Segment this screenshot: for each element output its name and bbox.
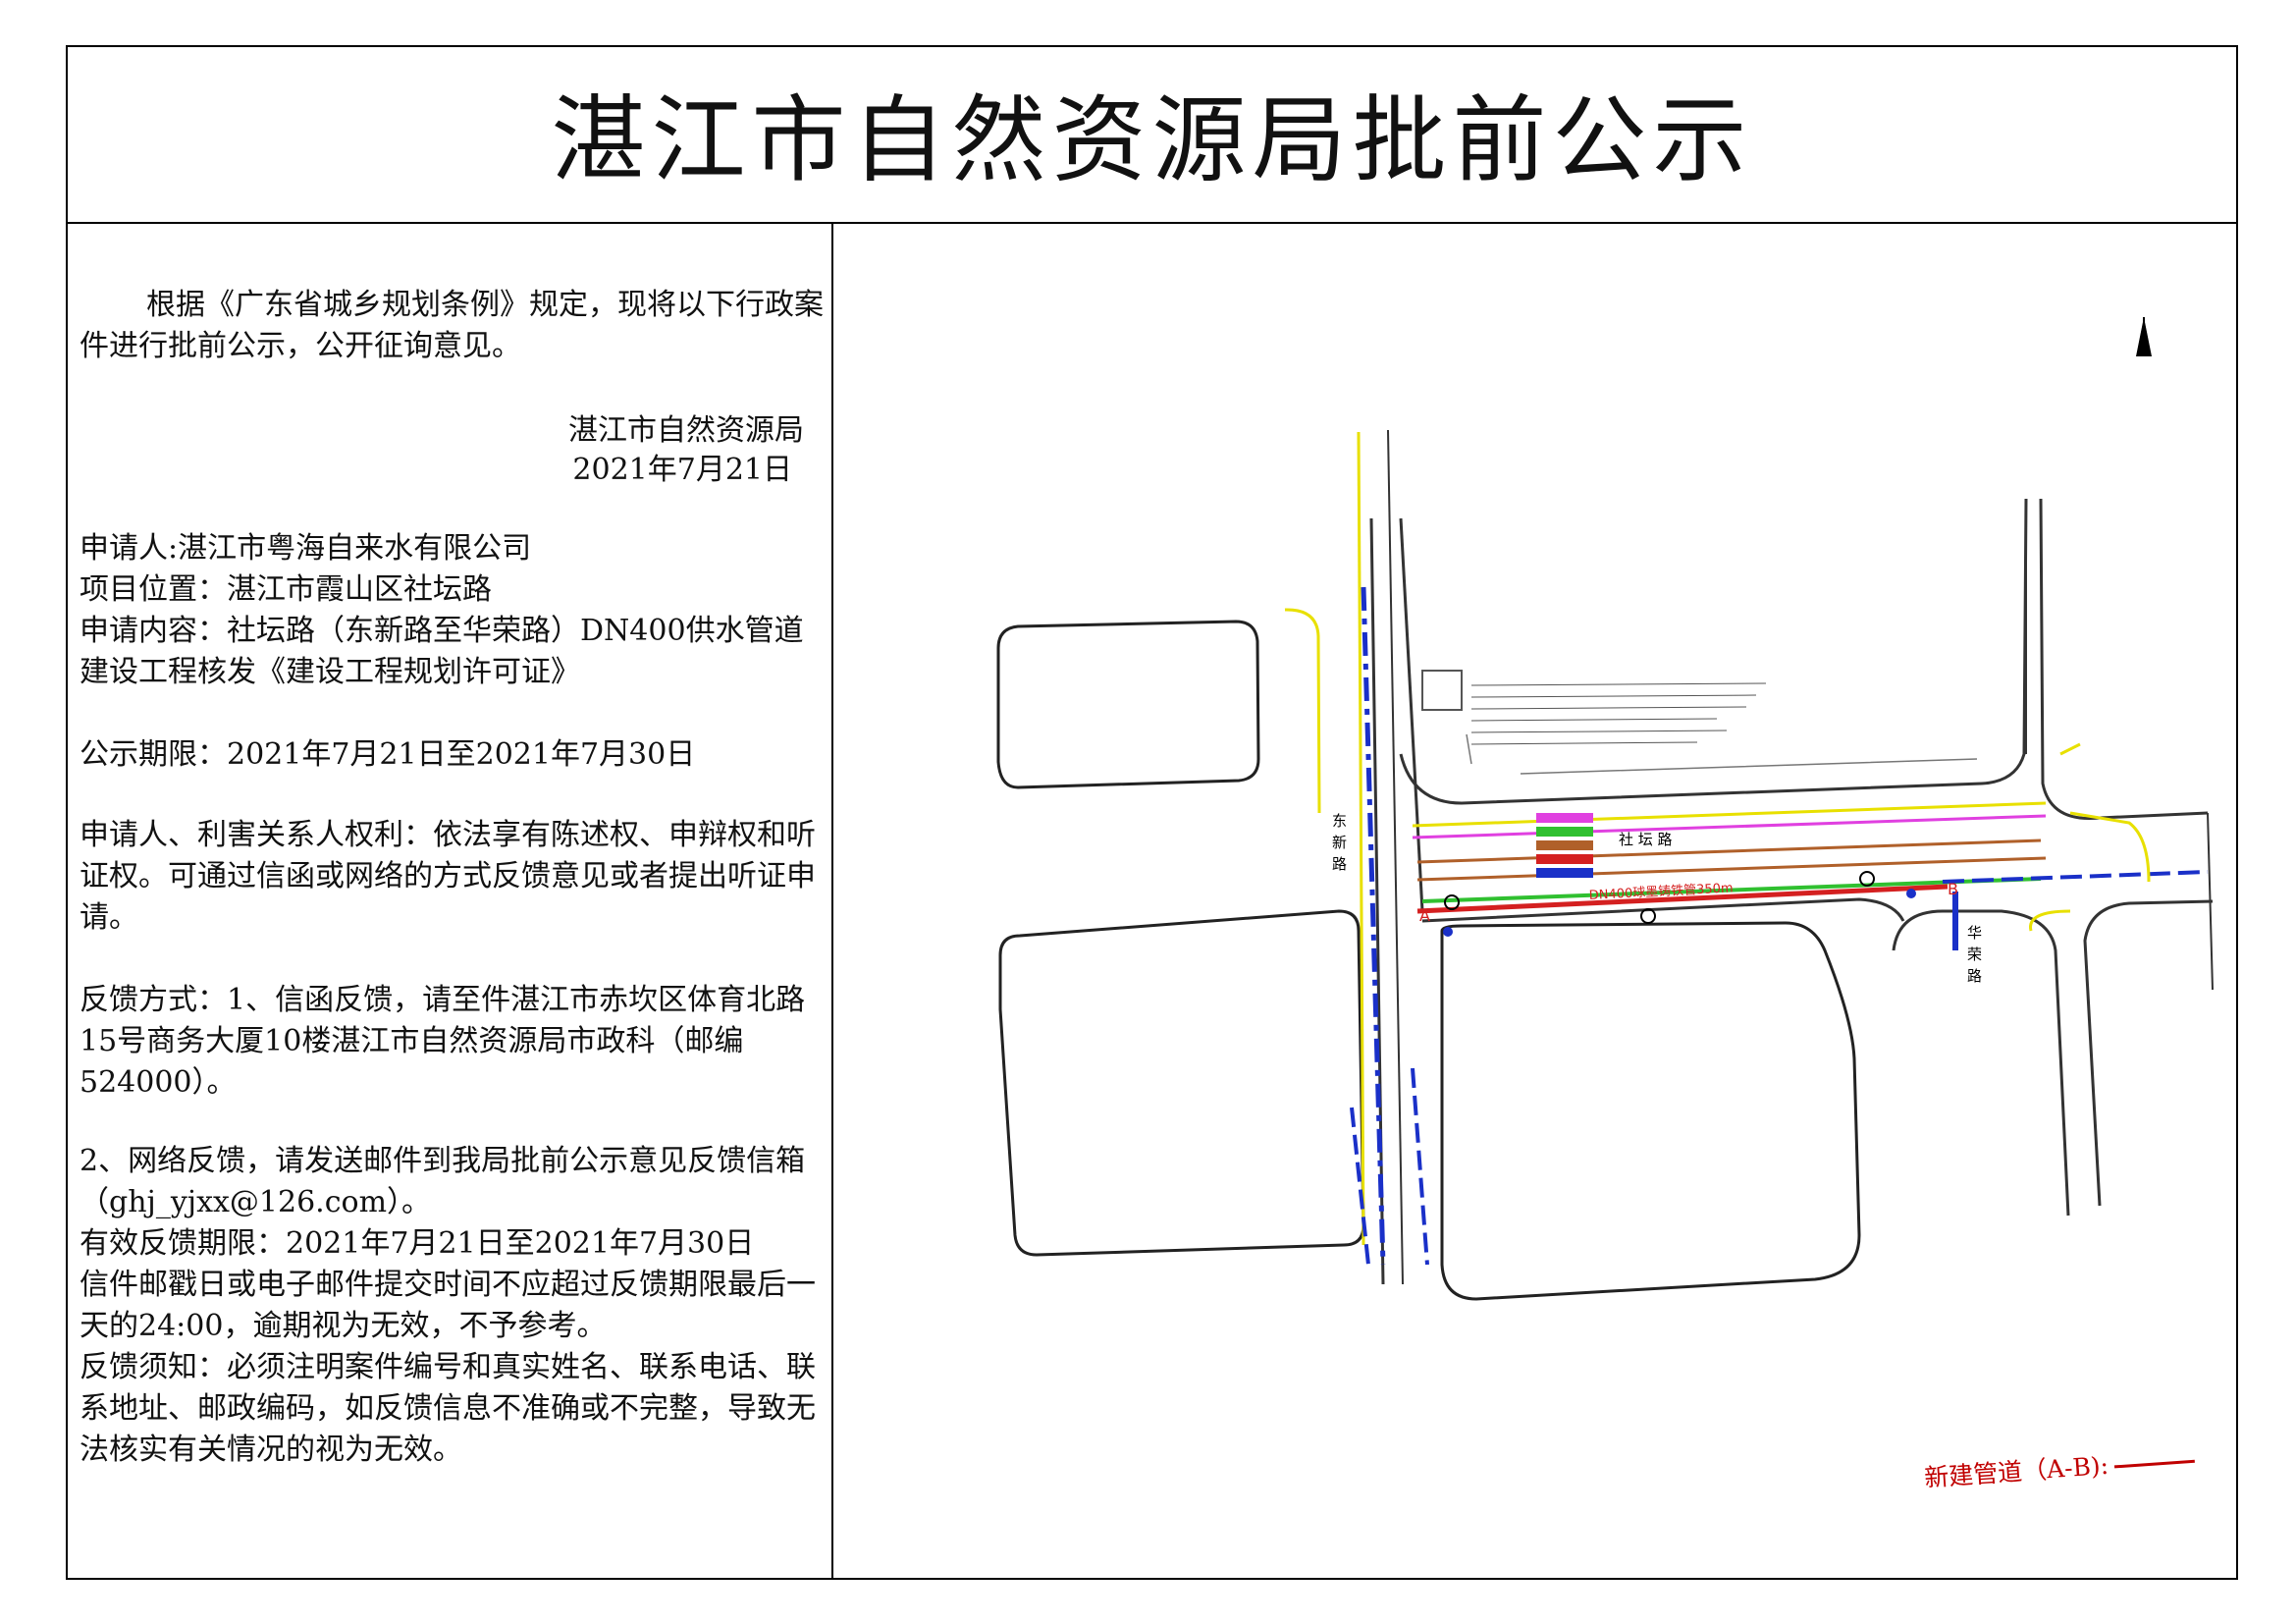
notice-frame: 湛江市自然资源局批前公示 根据《广东省城乡规划条例》规定，现将以下行政案件进行批… — [66, 45, 2238, 1580]
huarong-road-label-2: 荣 — [1967, 946, 1982, 963]
huarong-road-edge-east — [2083, 899, 2214, 1207]
shetan-road-label: 社 坛 路 — [1619, 831, 1673, 848]
blue-pipe-east — [1942, 870, 2209, 884]
dongxin-road-label-1: 东 — [1332, 812, 1347, 830]
shetan-road-edge-south — [1421, 897, 1905, 923]
dongxin-road-edge-west — [1369, 517, 1385, 1285]
block-southeast — [1440, 921, 1861, 1301]
notice-text-column: 根据《广东省城乡规划条例》规定，现将以下行政案件进行批前公示，公开征询意见。 湛… — [68, 224, 833, 1578]
magenta-utility-line — [1412, 814, 2047, 839]
issuer: 湛江市自然资源局 — [568, 413, 804, 448]
issue-date: 2021年7月21日 — [572, 453, 792, 487]
valve-marker-3 — [1859, 871, 1875, 887]
applicant: 申请人:湛江市粤海自来水有限公司 — [80, 531, 532, 566]
intro-text: 根据《广东省城乡规划条例》规定，现将以下行政案件进行批前公示，公开征询意见。 — [80, 288, 824, 363]
dongxin-blue-pipe — [1361, 586, 1386, 1266]
block-northwest — [996, 620, 1260, 789]
postmark-rule: 信件邮戳日或电子邮件提交时间不应超过反馈期限最后一天的24:00，逾期视为无效，… — [80, 1268, 816, 1343]
huarong-road-edge-west — [1892, 909, 2070, 1217]
dongxin-blue-pipe-3 — [1350, 1107, 1370, 1266]
yellow-road-line — [1412, 801, 2047, 828]
green-utility-line — [1421, 877, 2042, 903]
site-plan-column: DN400球墨铸铁管350m A B 社 坛 路 东 新 路 华 荣 路 — [833, 224, 2236, 1578]
small-building — [1421, 670, 1463, 711]
point-b-label: B — [1948, 880, 1958, 898]
huarong-road-edge-ne — [2039, 498, 2209, 821]
valve-marker-2 — [1640, 908, 1656, 924]
notice-period: 公示期限：2021年7月21日至2021年7月30日 — [80, 737, 696, 772]
huarong-road-label-1: 华 — [1967, 924, 1982, 942]
pipe-label: DN400球墨铸铁管350m — [1588, 880, 1734, 903]
feedback-method-1: 反馈方式：1、信函反馈，请至件湛江市赤坎区体育北路15号商务大厦10楼湛江市自然… — [80, 983, 806, 1100]
brown-utility-line-2 — [1416, 856, 2047, 882]
huarong-road-label-3: 路 — [1967, 967, 1982, 985]
feedback-instructions: 反馈须知：必须注明案件编号和真实姓名、联系电话、联系地址、邮政编码，如反馈信息不… — [80, 1350, 816, 1467]
site-plan-map: DN400球墨铸铁管350m A B 社 坛 路 东 新 路 华 荣 路 — [996, 317, 2214, 1301]
hydrant-marker-1 — [1443, 927, 1453, 937]
design-notes — [1470, 682, 1767, 745]
dongxin-road-edge-middle — [1387, 429, 1404, 1285]
shetan-road-edge-north — [1399, 498, 2028, 805]
dongxin-road-edge-east — [1399, 517, 1424, 912]
hydrant-marker-2 — [1906, 889, 1916, 898]
point-a-label: A — [1419, 906, 1430, 925]
north-arrow-icon — [2136, 317, 2152, 356]
new-pipe-a-b — [1416, 884, 1949, 914]
feedback-method-2: 2、网络反馈，请发送邮件到我局批前公示意见反馈信箱（ghj_yjxx@126.c… — [80, 1144, 806, 1219]
dongxin-road-label-3: 路 — [1332, 855, 1347, 873]
curb-return-ne — [2069, 811, 2151, 883]
legend-line-swatch — [2113, 1459, 2195, 1469]
title-row: 湛江市自然资源局批前公示 — [68, 47, 2236, 224]
valid-feedback-period: 有效反馈期限：2021年7月21日至2021年7月30日 — [80, 1226, 755, 1261]
pipe-legend-swatches — [1536, 813, 1593, 878]
project-location: 项目位置：湛江市霞山区社坛路 — [80, 572, 492, 607]
rights: 申请人、利害关系人权利：依法享有陈述权、申辩权和听证权。可通过信函或网络的方式反… — [80, 818, 816, 935]
dongxin-blue-pipe-2 — [1411, 1067, 1429, 1266]
page-title: 湛江市自然资源局批前公示 — [551, 85, 1753, 195]
dongxin-yellow-line — [1357, 431, 1365, 1246]
valve-marker-1 — [1444, 894, 1460, 910]
curb-return-nw — [1284, 608, 1321, 814]
dongxin-road-label-2: 新 — [1332, 834, 1347, 851]
application-content: 申请内容：社坛路（东新路至华荣路）DN400供水管道建设工程核发《建设工程规划许… — [80, 614, 804, 689]
brown-utility-line — [1416, 839, 2042, 864]
block-southwest — [998, 909, 1365, 1257]
